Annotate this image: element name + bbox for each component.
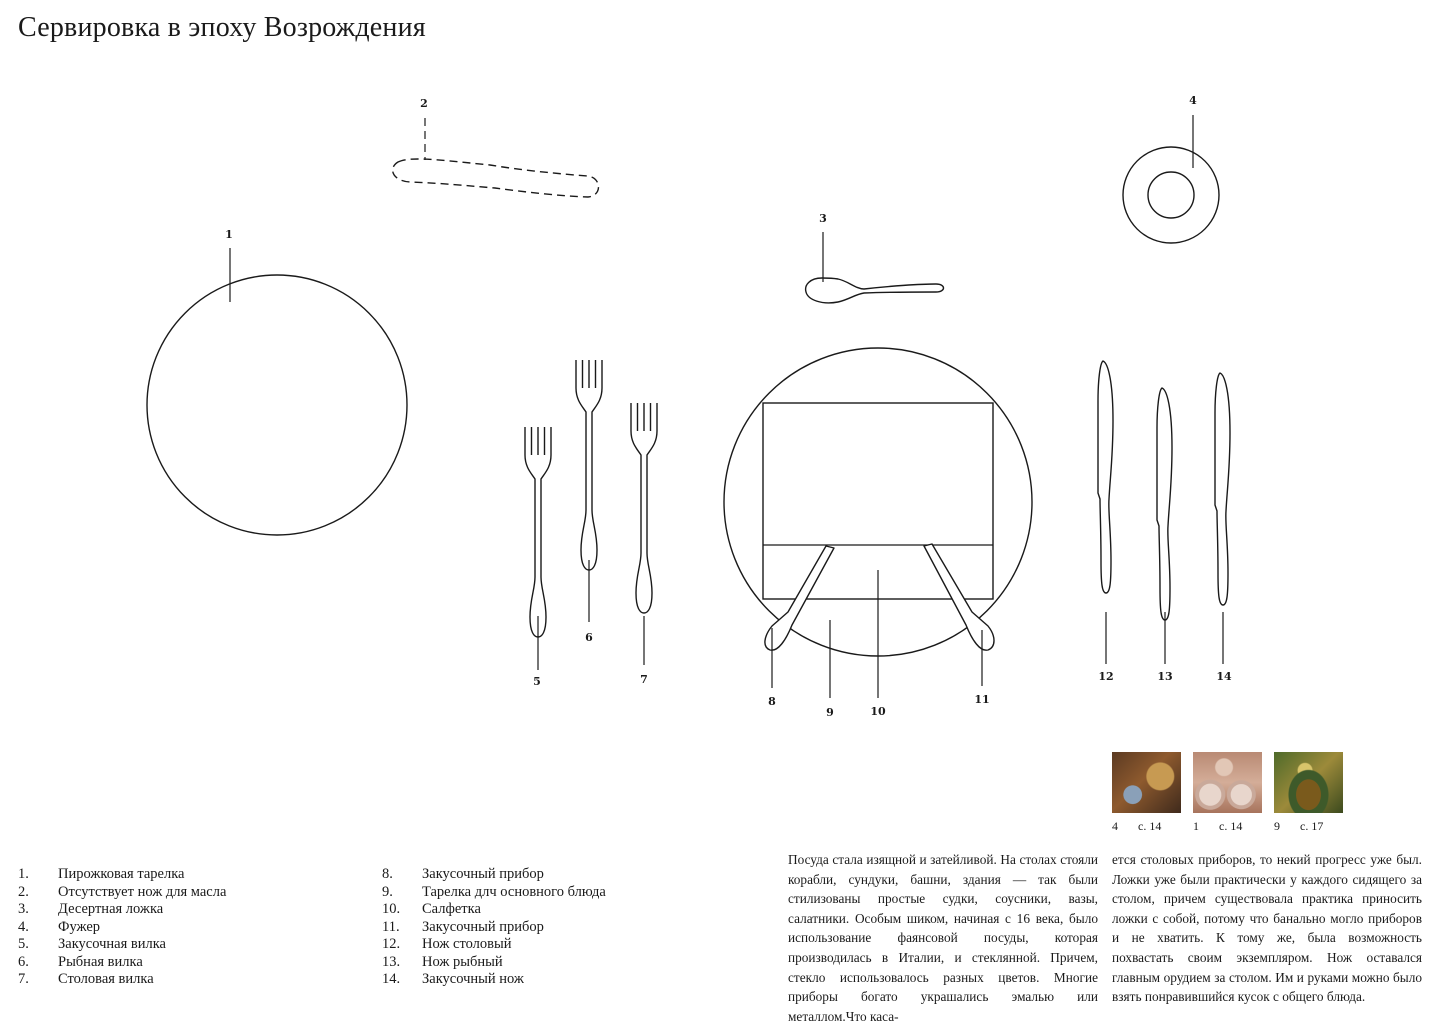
callout-3: 3 (819, 212, 827, 225)
legend-number: 11. (382, 919, 422, 937)
dessert-spoon-icon (806, 278, 944, 303)
thumbnail-page: с. 14 (1138, 819, 1161, 834)
thumbnail-number: 4 (1112, 819, 1122, 834)
legend-left: 1.Пирожковая тарелка 2.Отсутствует нож д… (18, 866, 226, 989)
legend-label: Столовая вилка (58, 971, 154, 989)
thumbnail-9[interactable]: 9 с. 17 (1274, 752, 1343, 834)
legend-number: 6. (18, 954, 58, 972)
legend-item: 5.Закусочная вилка (18, 936, 226, 954)
legend-number: 10. (382, 901, 422, 919)
callout-10: 10 (870, 705, 886, 718)
legend-label: Закусочный прибор (422, 919, 544, 937)
legend-item: 4.Фужер (18, 919, 226, 937)
callout-12: 12 (1098, 670, 1113, 683)
legend-label: Десертная ложка (58, 901, 163, 919)
callout-6: 6 (585, 631, 593, 644)
legend-label: Рыбная вилка (58, 954, 143, 972)
legend-label: Нож столовый (422, 936, 511, 954)
legend-item: 3.Десертная ложка (18, 901, 226, 919)
legend-number: 1. (18, 866, 58, 884)
painting-thumbnail-image[interactable] (1274, 752, 1343, 813)
body-text-column-2: ется столовых приборов, то некий прогрес… (1112, 850, 1422, 1007)
painting-thumbnail-image[interactable] (1193, 752, 1262, 813)
callout-4: 4 (1189, 94, 1197, 107)
legend-item: 13.Нож рыбный (382, 954, 606, 972)
legend-number: 5. (18, 936, 58, 954)
legend-right: 8.Закусочный прибор 9.Тарелка длч основн… (382, 866, 606, 989)
legend-label: Закусочный нож (422, 971, 524, 989)
dinner-fork-icon (631, 403, 657, 613)
legend-label: Закусочный прибор (422, 866, 544, 884)
legend-item: 9.Тарелка длч основного блюда (382, 884, 606, 902)
napkin-icon (763, 403, 993, 599)
legend-label: Салфетка (422, 901, 481, 919)
table-setting-diagram: 1 2 3 4 5 6 7 8 9 10 11 12 13 14 (0, 0, 1440, 850)
legend-label: Отсутствует нож для масла (58, 884, 226, 902)
legend-label: Закусочная вилка (58, 936, 166, 954)
painting-thumbnail-image[interactable] (1112, 752, 1181, 813)
legend-label: Тарелка длч основного блюда (422, 884, 606, 902)
legend-number: 7. (18, 971, 58, 989)
thumbnail-strip: 4 с. 14 1 с. 14 9 с. 17 (1112, 752, 1343, 834)
legend-number: 4. (18, 919, 58, 937)
legend-number: 9. (382, 884, 422, 902)
legend-label: Пирожковая тарелка (58, 866, 184, 884)
callout-2: 2 (420, 97, 428, 110)
table-knife-icon (1098, 361, 1113, 593)
legend-item: 12.Нож столовый (382, 936, 606, 954)
legend-item: 6.Рыбная вилка (18, 954, 226, 972)
callout-11: 11 (974, 693, 989, 706)
legend-item: 11.Закусочный прибор (382, 919, 606, 937)
legend-number: 8. (382, 866, 422, 884)
fish-fork-icon (576, 360, 602, 570)
legend-number: 3. (18, 901, 58, 919)
thumbnail-number: 9 (1274, 819, 1284, 834)
callout-13: 13 (1157, 670, 1172, 683)
thumbnail-1[interactable]: 1 с. 14 (1193, 752, 1262, 834)
callout-1: 1 (225, 228, 233, 241)
callout-8: 8 (768, 695, 776, 708)
wine-glass-icon (1123, 147, 1219, 243)
callout-14: 14 (1216, 670, 1232, 683)
thumbnail-page: с. 17 (1300, 819, 1323, 834)
legend-number: 12. (382, 936, 422, 954)
legend-number: 14. (382, 971, 422, 989)
fish-knife-icon (1157, 388, 1172, 620)
thumbnail-page: с. 14 (1219, 819, 1242, 834)
thumbnail-4[interactable]: 4 с. 14 (1112, 752, 1181, 834)
legend-number: 2. (18, 884, 58, 902)
legend-item: 1.Пирожковая тарелка (18, 866, 226, 884)
callout-9: 9 (826, 706, 834, 719)
legend-item: 8.Закусочный прибор (382, 866, 606, 884)
legend-item: 10.Салфетка (382, 901, 606, 919)
body-text-column-1: Посуда стала изящной и затейливой. На ст… (788, 850, 1098, 1026)
callout-7: 7 (640, 673, 648, 686)
appetizer-knife-icon (1215, 373, 1230, 605)
missing-butter-knife-icon (393, 159, 599, 197)
appetizer-fork-icon (525, 427, 551, 637)
legend-item: 14.Закусочный нож (382, 971, 606, 989)
callout-5: 5 (533, 675, 541, 688)
legend-item: 7.Столовая вилка (18, 971, 226, 989)
bread-plate-icon (147, 275, 407, 535)
legend-number: 13. (382, 954, 422, 972)
legend-item: 2.Отсутствует нож для масла (18, 884, 226, 902)
legend-label: Фужер (58, 919, 100, 937)
legend-label: Нож рыбный (422, 954, 503, 972)
thumbnail-number: 1 (1193, 819, 1203, 834)
